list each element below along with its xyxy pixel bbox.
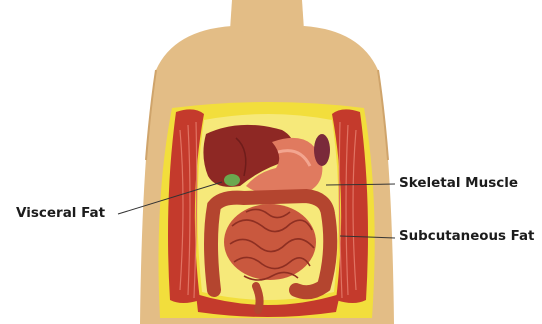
rectum: [256, 286, 260, 310]
spleen: [314, 134, 330, 166]
small-intestine: [224, 204, 316, 280]
skeletal-muscle-label: Skeletal Muscle: [399, 175, 518, 191]
visceral-fat-label: Visceral Fat: [16, 205, 105, 221]
gallbladder: [224, 174, 240, 186]
subcutaneous-fat-label: Subcutaneous Fat: [399, 229, 534, 245]
